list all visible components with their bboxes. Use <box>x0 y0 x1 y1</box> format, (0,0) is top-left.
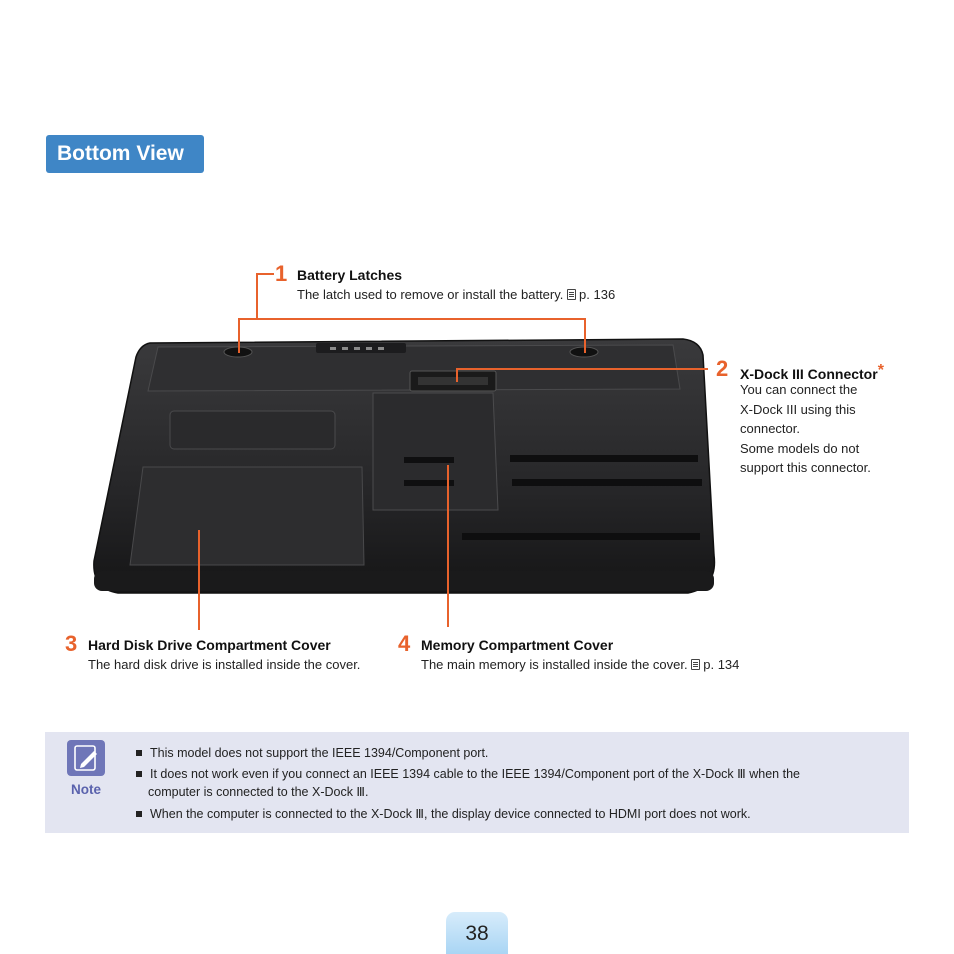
laptop-bottom-image <box>93 338 716 594</box>
note-item: It does not work even if you connect an … <box>136 766 800 783</box>
callout-2-title: X-Dock III Connector* <box>740 362 884 382</box>
callout-2-title-text: X-Dock III Connector <box>740 366 878 382</box>
callout-2-desc-line: support this connector. <box>740 460 871 475</box>
callout-3-number: 3 <box>65 631 78 656</box>
asterisk-mark: * <box>877 362 884 379</box>
callout-1-line <box>256 273 258 320</box>
callout-3-title: Hard Disk Drive Compartment Cover <box>88 637 331 653</box>
bullet-square-icon <box>136 750 142 756</box>
page-number-tab <box>446 912 508 954</box>
callout-1-line <box>256 273 274 275</box>
callout-4-number: 4 <box>398 631 411 656</box>
callout-2-desc-line: You can connect the <box>740 382 858 397</box>
callout-1-line <box>238 318 240 353</box>
callout-2-desc-line: X-Dock III using this <box>740 401 856 417</box>
pencil-note-icon <box>67 740 105 776</box>
note-box <box>45 732 909 833</box>
note-item-continuation: computer is connected to the X-Dock Ⅲ. <box>148 785 369 799</box>
callout-1-title: Battery Latches <box>297 267 403 283</box>
callout-4-line <box>447 465 449 627</box>
callout-2-desc-line: connector. <box>740 421 800 436</box>
bullet-square-icon <box>136 811 142 817</box>
callout-3-desc: The hard disk drive is installed inside … <box>88 657 361 672</box>
page-ref-icon <box>567 289 577 300</box>
callout-2-desc-line: Some models do not <box>740 440 860 456</box>
callout-2-line <box>456 368 458 382</box>
page-ref-icon <box>691 659 701 670</box>
page-number: 38 <box>465 922 489 945</box>
note-item: This model does not support the IEEE 139… <box>136 745 488 762</box>
note-item: When the computer is connected to the X-… <box>136 806 751 823</box>
note-item-text: It does not work even if you connect an … <box>150 767 800 781</box>
callout-1-number: 1 <box>275 261 288 286</box>
note-label: Note <box>71 782 101 797</box>
note-item-text: When the computer is connected to the X-… <box>150 807 751 821</box>
callout-2-number: 2 <box>716 356 729 381</box>
callout-2-desc: You can connect the X-Dock III using thi… <box>740 380 871 478</box>
callout-1-ref[interactable]: p. 136 <box>579 287 616 302</box>
callout-4-title: Memory Compartment Cover <box>421 637 614 653</box>
note-item-text: This model does not support the IEEE 139… <box>150 746 489 760</box>
callout-1-desc: The latch used to remove or install the … <box>297 285 615 305</box>
section-title: Bottom View <box>46 135 204 173</box>
callout-4-desc: The main memory is installed inside the … <box>421 655 739 675</box>
callout-1-line <box>238 318 586 320</box>
callout-2-line <box>456 368 708 370</box>
callout-3-line <box>198 530 200 630</box>
bullet-square-icon <box>136 771 142 777</box>
callout-1-desc-text: The latch used to remove or install the … <box>297 287 564 302</box>
callout-4-ref[interactable]: p. 134 <box>703 657 740 672</box>
callout-4-desc-text: The main memory is installed inside the … <box>421 657 688 672</box>
callout-1-line <box>584 318 586 353</box>
